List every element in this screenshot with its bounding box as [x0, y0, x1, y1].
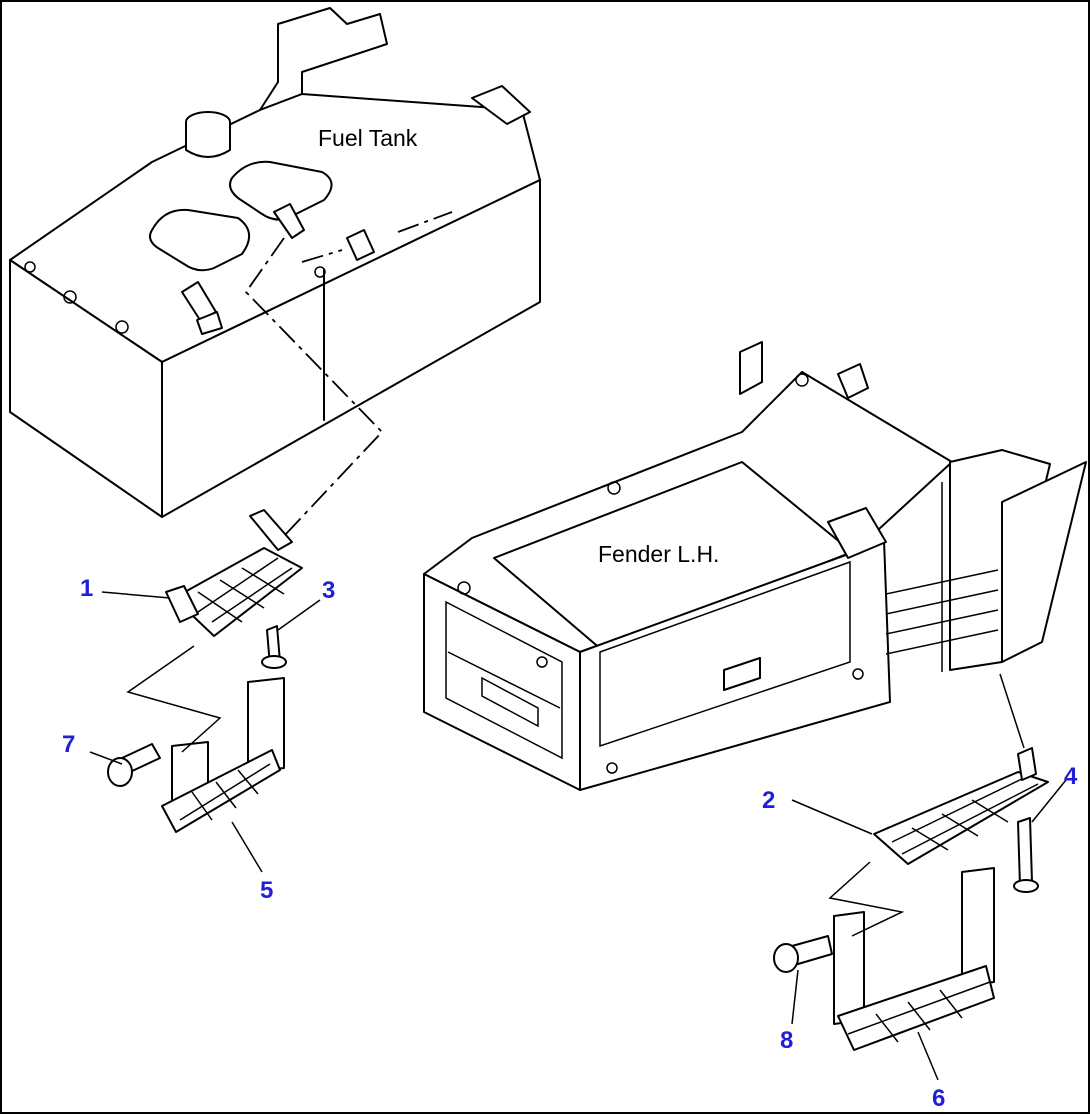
callout-4: 4 [1064, 763, 1078, 790]
fender-label: Fender L.H. [598, 541, 719, 567]
right-step-assembly [773, 673, 1049, 1051]
callout-5: 5 [260, 877, 273, 904]
fender: Fender L.H. [423, 341, 1087, 791]
callout-8: 8 [780, 1027, 793, 1054]
callout-2: 2 [762, 787, 775, 814]
fuel-tank-label: Fuel Tank [318, 125, 418, 151]
callout-6: 6 [932, 1085, 945, 1112]
left-step-assembly [107, 509, 303, 833]
fuel-tank: Fuel Tank [9, 7, 541, 537]
callout-3: 3 [322, 577, 335, 604]
callout-1: 1 [80, 575, 93, 602]
callout-7: 7 [62, 731, 75, 758]
callouts: 1 2 3 4 5 6 7 8 [62, 575, 1078, 1112]
